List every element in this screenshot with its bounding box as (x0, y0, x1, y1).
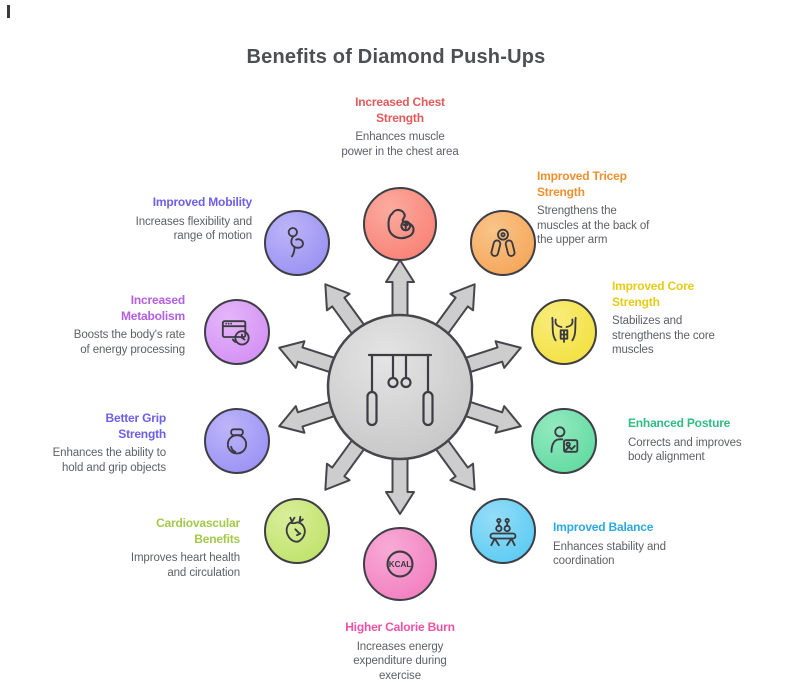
benefit-grip-text: Better Grip Strength Enhances the abilit… (6, 411, 167, 475)
benefit-desc: Enhances muscle power in the chest area (341, 131, 459, 158)
benefit-title: Increased Chest Strength (355, 95, 445, 125)
benefit-title: Improved Mobility (152, 195, 252, 209)
benefit-title: Improved Core Strength (612, 279, 695, 309)
calorie-circle: KCAL (363, 527, 437, 601)
benefit-desc: Strengthens the muscles at the back of t… (537, 205, 650, 246)
benefit-title: Increased Metabolism (120, 293, 185, 323)
benefit-desc: Enhances the ability to hold and grip ob… (52, 447, 167, 474)
benefit-tricep-text: Improved Tricep Strength Strengthens the… (537, 169, 677, 248)
benefit-desc: Boosts the body's rate of energy process… (73, 329, 185, 356)
flexed-bicep-icon (387, 209, 415, 240)
tricep-circle (470, 210, 536, 276)
metabolism-circle (204, 299, 270, 365)
balance-beam-icon (489, 518, 517, 547)
kcal-badge-icon: KCAL (386, 550, 414, 578)
benefit-calorie-text: Higher Calorie Burn Increases energy exp… (300, 620, 500, 683)
benefit-desc: Improves heart health and circulation (130, 552, 240, 579)
benefit-desc: Corrects and improves body alignment (628, 436, 742, 464)
hub-diagram (273, 259, 527, 515)
anatomical-heart-icon (285, 515, 306, 543)
benefit-title: Improved Balance (553, 520, 654, 534)
hand-gripper-icon (490, 228, 516, 257)
benefit-desc: Stabilizes and strengthens the core musc… (612, 315, 715, 356)
benefit-balance-text: Improved Balance Enhances stability and … (553, 520, 713, 569)
benefit-title: Cardiovascular Benefits (156, 516, 240, 546)
benefit-desc: Enhances stability and coordination (553, 540, 666, 568)
benefit-title: Higher Calorie Burn (345, 620, 455, 634)
abs-torso-icon (551, 316, 577, 343)
benefit-desc: Increases energy expenditure during exer… (353, 640, 447, 682)
benefit-desc: Increases flexibility and range of motio… (135, 215, 253, 243)
benefit-posture-text: Enhanced Posture Corrects and improves b… (628, 416, 768, 465)
kcal-label: KCAL (389, 560, 412, 569)
benefit-title: Enhanced Posture (628, 416, 731, 430)
posture-figure-icon (550, 426, 579, 453)
chest-circle (363, 187, 437, 261)
stretching-figure-icon (287, 227, 304, 258)
benefit-title: Better Grip Strength (105, 411, 167, 441)
benefit-title: Improved Tricep Strength (537, 169, 627, 199)
benefit-chest-text: Increased Chest Strength Enhances muscle… (280, 95, 520, 159)
hub-circle (326, 313, 474, 461)
posture-circle (531, 408, 597, 474)
balance-circle (470, 498, 536, 564)
core-circle (531, 299, 597, 365)
cardio-circle (264, 498, 330, 564)
benefit-mobility-text: Improved Mobility Increases flexibility … (67, 195, 253, 244)
benefit-metabolism-text: Increased Metabolism Boosts the body's r… (15, 293, 185, 357)
browser-clock-icon (221, 320, 250, 346)
benefit-core-text: Improved Core Strength Stabilizes and st… (612, 279, 742, 358)
mobility-circle (264, 210, 330, 276)
grip-circle (204, 408, 270, 474)
stray-cursor-mark (7, 5, 10, 18)
page-title: Benefits of Diamond Push-Ups (246, 46, 546, 68)
kettlebell-icon (226, 428, 248, 455)
benefit-cardio-text: Cardiovascular Benefits Improves heart h… (70, 516, 240, 580)
gymnastic-rings-icon (366, 353, 434, 427)
